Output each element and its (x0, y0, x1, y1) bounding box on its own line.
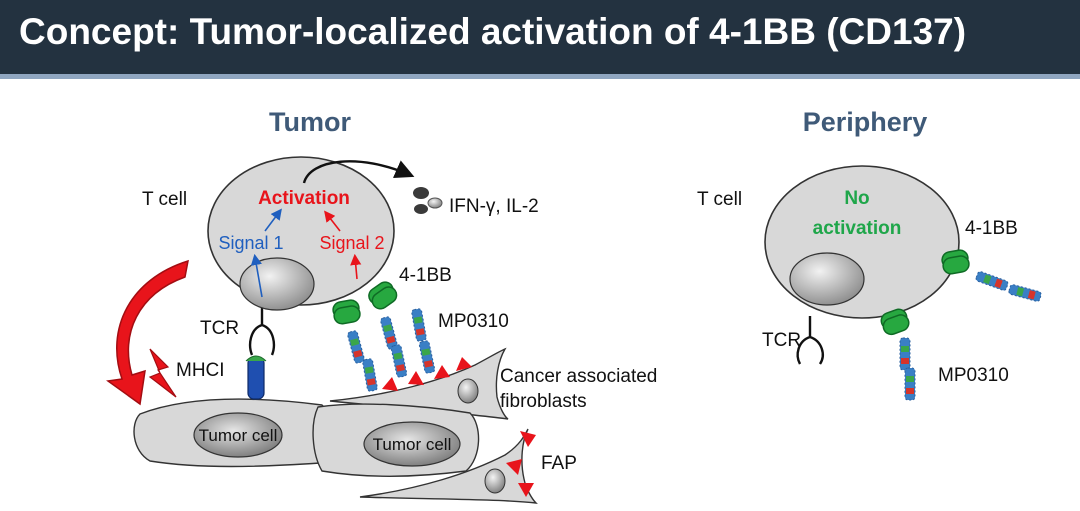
no-activation-label-line2: activation (813, 218, 902, 239)
mp0310-molecule-4 (390, 343, 408, 379)
diagram: Tumor Periphery Tumor cell Tumor cell T … (106, 107, 1043, 504)
receptor-4-1bb-tumor-1 (331, 298, 362, 326)
caf-label-line1: Cancer associated (500, 366, 657, 387)
periphery-tcr-label: TCR (762, 330, 801, 351)
tcr-label: TCR (200, 318, 239, 339)
signal1-arrow (250, 253, 263, 298)
periphery-t-cell-nucleus (789, 252, 865, 306)
signal1-to-activation-arrow (264, 208, 282, 232)
periphery-mp0310-molecule-2 (1007, 283, 1043, 303)
cytokines-label: IFN-γ, IL-2 (449, 196, 539, 217)
mp0310-molecule-5 (410, 307, 428, 343)
signal2-label: Signal 2 (319, 233, 384, 253)
tumor-cell-right-label: Tumor cell (373, 435, 452, 454)
periphery-mp0310-molecule-1 (974, 270, 1010, 292)
cytokine-dot-3 (414, 204, 428, 214)
cytokine-dot-1 (413, 187, 429, 199)
tumor-4-1bb-label: 4-1BB (399, 265, 452, 286)
lightning-bolt-icon (148, 348, 177, 398)
tumor-t-cell-label: T cell (142, 189, 187, 210)
tcr-stalk (248, 303, 276, 356)
periphery-mp0310-molecule-4 (904, 367, 916, 401)
curved-red-arrow (106, 259, 189, 406)
tumor-cell-right-nucleus (363, 421, 461, 467)
receptor-4-1bb-periphery-1 (940, 248, 971, 276)
tumor-t-cell-nucleus (239, 257, 315, 311)
mhci-molecule (247, 356, 265, 400)
fibroblast-lower-nucleus (484, 468, 506, 494)
periphery-mp0310-molecule-3 (899, 337, 911, 371)
tumor-cell-left-nucleus (193, 412, 283, 458)
periphery-t-cell-label: T cell (697, 189, 742, 210)
fap-markers (382, 357, 536, 497)
header-divider (0, 74, 1080, 79)
tumor-cell-left-label: Tumor cell (199, 426, 278, 445)
periphery-4-1bb-label: 4-1BB (965, 218, 1018, 239)
periphery-tcr (796, 316, 824, 365)
header-bar (0, 0, 1080, 74)
page-title: Concept: Tumor-localized activation of 4… (19, 11, 967, 52)
signal2-to-activation-arrow (324, 210, 341, 232)
fibroblast-upper-nucleus (457, 378, 479, 404)
signal2-arrow (350, 253, 362, 280)
mp0310-molecule-3 (379, 315, 399, 351)
signal1-label: Signal 1 (218, 233, 283, 253)
cytokine-dot-2 (427, 197, 443, 209)
tumor-heading: Tumor (269, 107, 351, 137)
mhci-label: MHCI (176, 360, 225, 381)
mp0310-molecule-6 (418, 339, 436, 375)
fap-label: FAP (541, 453, 577, 474)
periphery-mp0310-label: MP0310 (938, 365, 1009, 386)
tumor-mp0310-label: MP0310 (438, 311, 509, 332)
mp0310-molecule-1 (346, 329, 366, 365)
no-activation-label-line1: No (844, 188, 869, 209)
periphery-heading: Periphery (803, 107, 928, 137)
mp0310-molecule-2 (361, 357, 379, 393)
receptor-4-1bb-tumor-2 (365, 278, 401, 313)
caf-label-line2: fibroblasts (500, 391, 587, 412)
mhci-groove (245, 355, 267, 362)
secretion-arrow (302, 160, 415, 184)
activation-label: Activation (258, 188, 350, 209)
